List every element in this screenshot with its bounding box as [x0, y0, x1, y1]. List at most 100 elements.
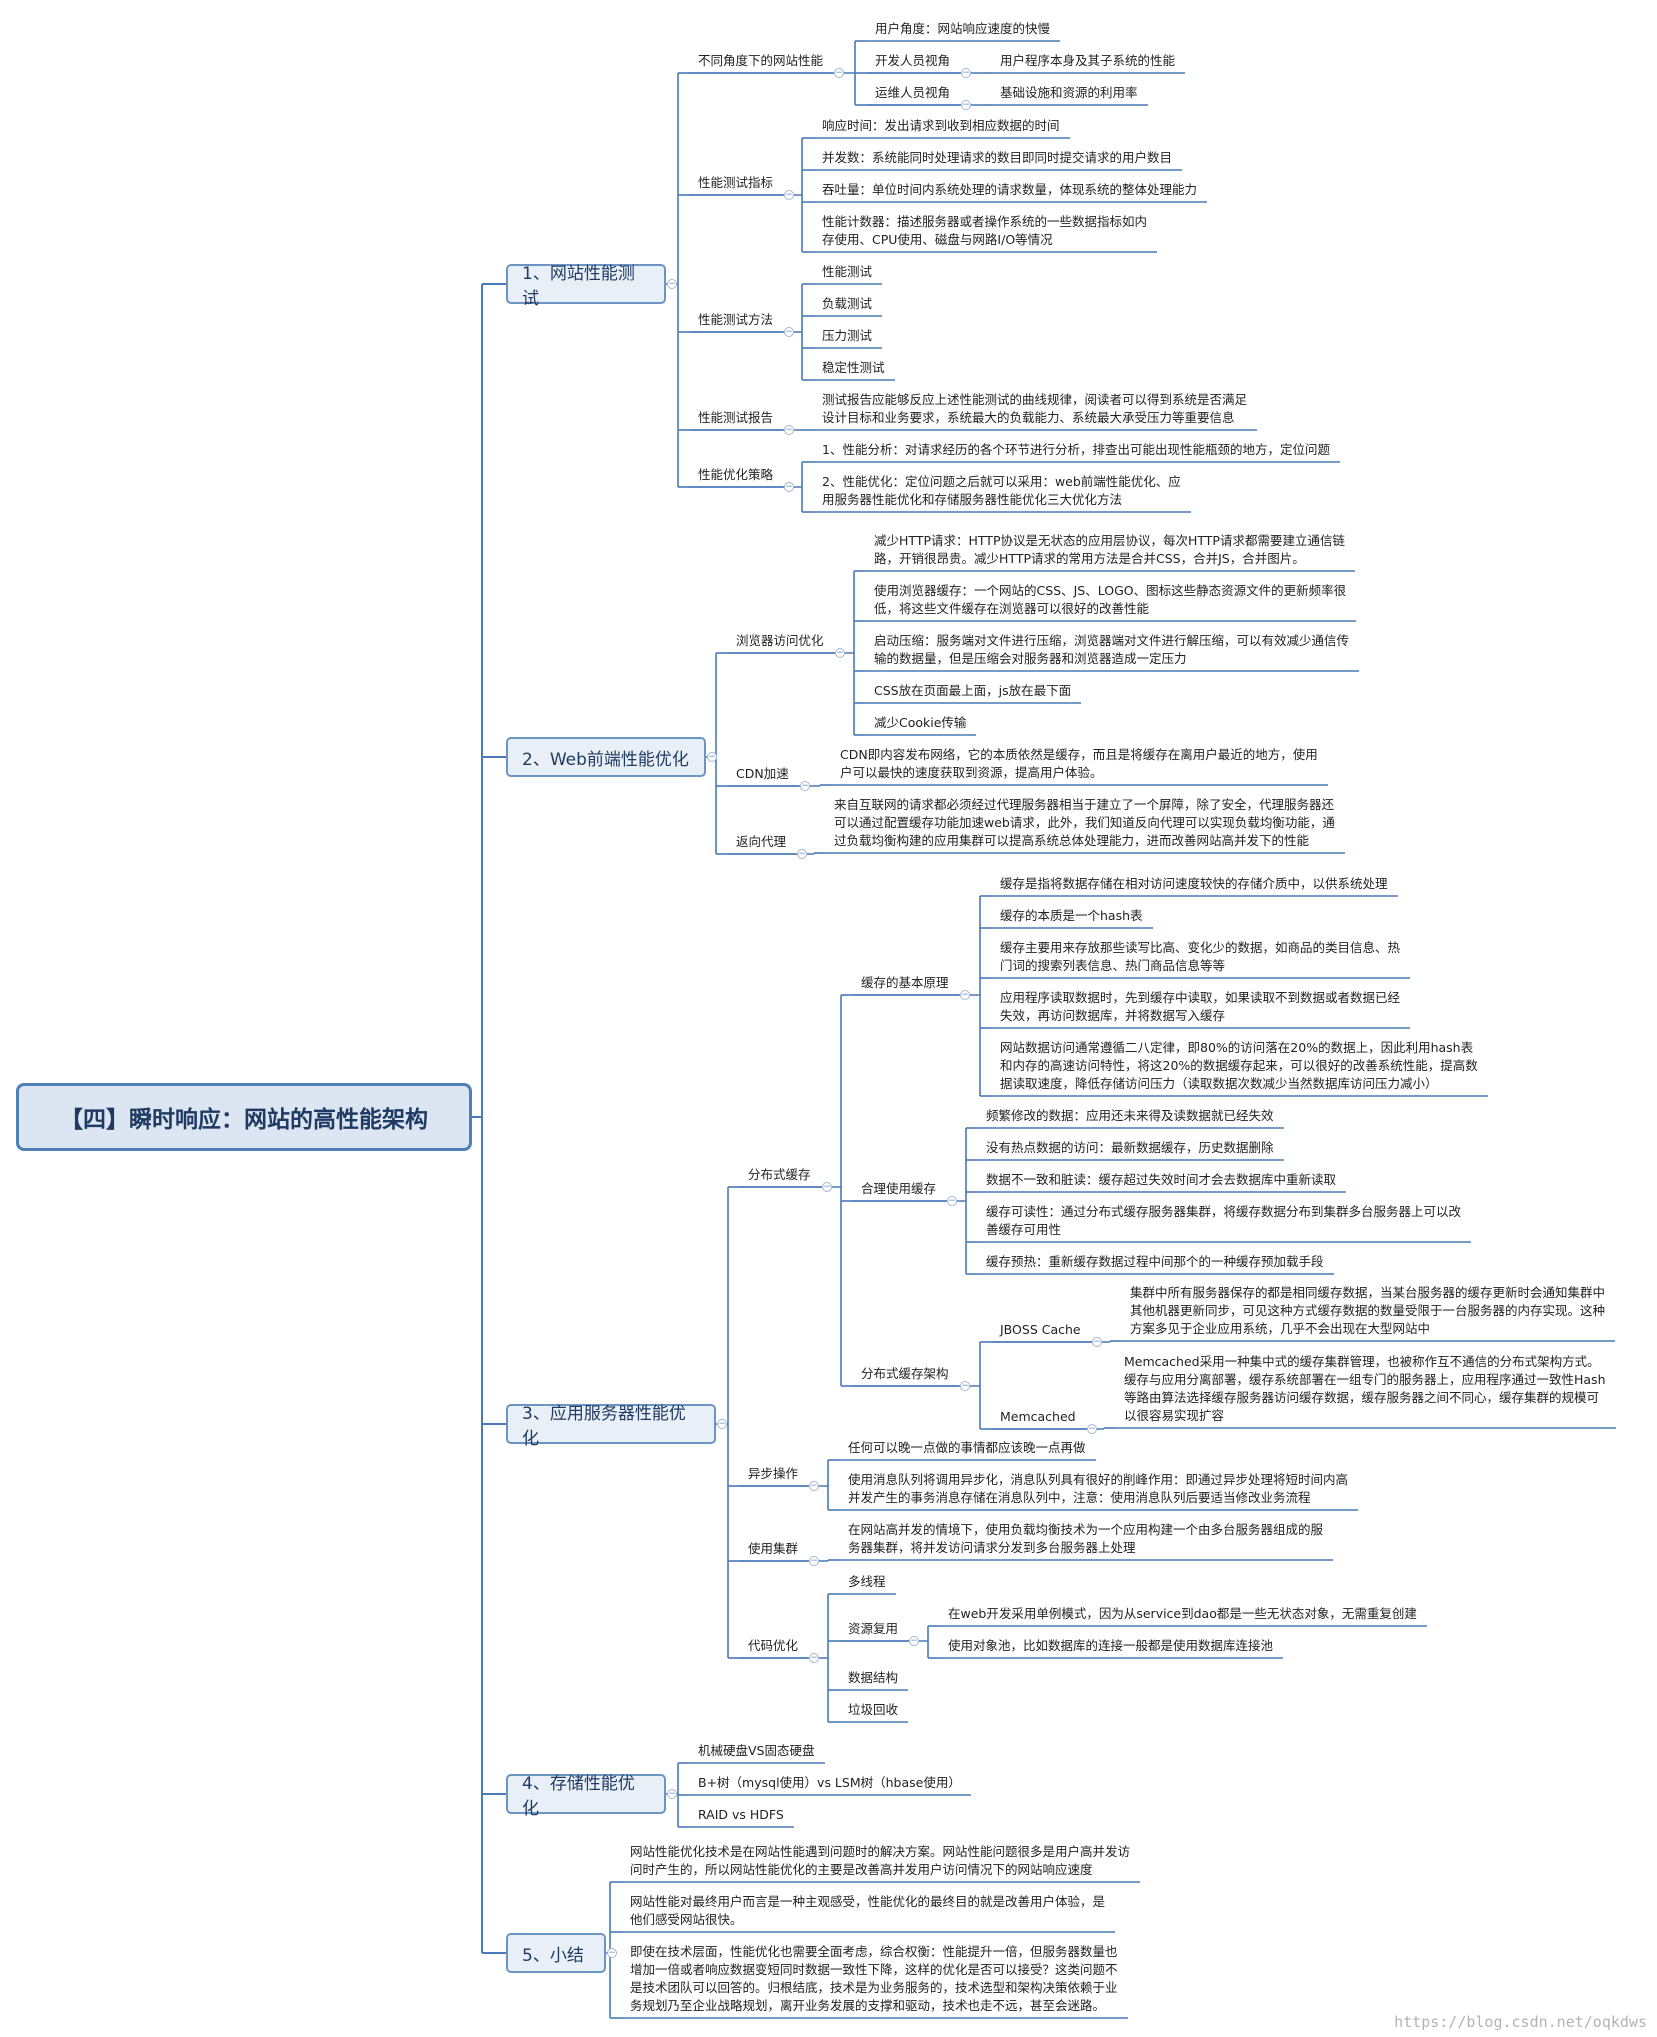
s3-principle-3[interactable]: 缓存主要用来存放那些读写比高、变化少的数据，如商品的类目信息、热 门词的搜索列表…	[1000, 940, 1401, 973]
s2-compression[interactable]: 启动压缩：服务端对文件进行压缩，浏览器端对文件进行解压缩，可以有效减少通信传 输…	[874, 633, 1350, 666]
s2-cdn-detail[interactable]: CDN即内容发布网络，它的本质依然是缓存，而且是将缓存在离用户最近的地方，使用 …	[840, 747, 1318, 780]
s3-cache-usage[interactable]: 合理使用缓存	[861, 1181, 937, 1196]
s3-principle-1[interactable]: 缓存是指将数据存储在相对访问速度较快的存储介质中，以供系统处理	[1000, 876, 1388, 891]
s4-btree-vs-lsm[interactable]: B+树（mysql使用）vs LSM树（hbase使用）	[698, 1775, 961, 1790]
s1-metric-concurrency[interactable]: 并发数：系统能同时处理请求的数目即同时提交请求的用户数目	[822, 150, 1173, 165]
collapse-toggle-icon[interactable]: −	[947, 1196, 957, 1206]
s3-usage-3[interactable]: 数据不一致和脏读：缓存超过失效时间才会去数据库中重新读取	[986, 1172, 1337, 1187]
collapse-toggle-icon[interactable]: −	[717, 1419, 727, 1429]
s3-distributed-cache[interactable]: 分布式缓存	[748, 1167, 811, 1182]
s1-metric-counters[interactable]: 性能计数器：描述服务器或者操作系统的一些数据指标如内 存使用、CPU使用、磁盘与…	[822, 214, 1148, 247]
s3-jboss-detail[interactable]: 集群中所有服务器保存的都是相同缓存数据，当某台服务器的缓存更新时会通知集群中 其…	[1130, 1285, 1606, 1336]
topic-summary[interactable]: 5、小结	[506, 1933, 606, 1973]
s1-report-detail[interactable]: 测试报告应能够反应上述性能测试的曲线规律，阅读者可以得到系统是否满足 设计目标和…	[822, 392, 1248, 425]
s3-async-1[interactable]: 任何可以晚一点做的事情都应该晚一点再做	[848, 1440, 1086, 1455]
s1-strategy-analysis[interactable]: 1、性能分析：对请求经历的各个环节进行分析，排查出可能出现性能瓶颈的地方，定位问…	[822, 442, 1330, 457]
s3-cache-principle[interactable]: 缓存的基本原理	[861, 975, 949, 990]
s1-ops-view[interactable]: 运维人员视角	[875, 85, 951, 100]
collapse-toggle-icon[interactable]: −	[707, 752, 717, 762]
watermark: https://blog.csdn.net/oqkdws	[1394, 2013, 1647, 2031]
collapse-toggle-icon[interactable]: −	[1092, 1337, 1102, 1347]
s1-user-view[interactable]: 用户角度：网站响应速度的快慢	[875, 21, 1051, 36]
s1-ops-view-detail[interactable]: 基础设施和资源的利用率	[1000, 85, 1138, 100]
s3-usage-5[interactable]: 缓存预热：重新缓存数据过程中间那个的一种缓存预加载手段	[986, 1254, 1324, 1269]
s2-cdn[interactable]: CDN加速	[736, 766, 789, 781]
s1-metric-response-time[interactable]: 响应时间：发出请求到收到相应数据的时间	[822, 118, 1060, 133]
s1-method-load[interactable]: 负载测试	[822, 296, 873, 311]
collapse-toggle-icon[interactable]: −	[960, 990, 970, 1000]
collapse-toggle-icon[interactable]: −	[822, 1182, 832, 1192]
s3-data-structure[interactable]: 数据结构	[848, 1670, 899, 1685]
s3-memcached[interactable]: Memcached	[1000, 1409, 1076, 1424]
topic-app-server-optimization[interactable]: 3、应用服务器性能优化	[506, 1404, 716, 1449]
collapse-toggle-icon[interactable]: −	[667, 1789, 677, 1799]
s4-hdd-vs-ssd[interactable]: 机械硬盘VS固态硬盘	[698, 1743, 815, 1758]
s3-async[interactable]: 异步操作	[748, 1466, 799, 1481]
s1-test-methods[interactable]: 性能测试方法	[698, 312, 774, 327]
s1-metrics[interactable]: 性能测试指标	[698, 175, 774, 190]
s3-garbage-collection[interactable]: 垃圾回收	[848, 1702, 899, 1717]
s3-reuse-pool[interactable]: 使用对象池，比如数据库的连接一般都是使用数据库连接池	[948, 1638, 1274, 1653]
s2-reduce-cookie[interactable]: 减少Cookie传输	[874, 715, 967, 730]
collapse-toggle-icon[interactable]: −	[784, 327, 794, 337]
s3-usage-4[interactable]: 缓存可读性：通过分布式缓存服务器集群，将缓存数据分布到集群多台服务器上可以改 善…	[986, 1204, 1462, 1237]
s3-principle-4[interactable]: 应用程序读取数据时，先到缓存中读取，如果读取不到数据或者数据已经 失效，再访问数…	[1000, 990, 1401, 1023]
collapse-toggle-icon[interactable]: −	[961, 68, 971, 78]
collapse-toggle-icon[interactable]: −	[809, 1481, 819, 1491]
collapse-toggle-icon[interactable]: −	[797, 849, 807, 859]
s2-css-js-position[interactable]: CSS放在页面最上面，js放在最下面	[874, 683, 1072, 698]
collapse-toggle-icon[interactable]: −	[809, 1556, 819, 1566]
collapse-toggle-icon[interactable]: −	[834, 68, 844, 78]
collapse-toggle-icon[interactable]: −	[607, 1948, 617, 1958]
s2-browser-optimization[interactable]: 浏览器访问优化	[736, 633, 824, 648]
collapse-toggle-icon[interactable]: −	[667, 279, 677, 289]
s3-usage-1[interactable]: 频繁修改的数据：应用还未来得及读数据就已经失效	[986, 1108, 1274, 1123]
s1-metric-throughput[interactable]: 吞吐量：单位时间内系统处理的请求数量，体现系统的整体处理能力	[822, 182, 1198, 197]
s1-method-stability[interactable]: 稳定性测试	[822, 360, 885, 375]
s3-memcached-detail[interactable]: Memcached采用一种集中式的缓存集群管理，也被称作互不通信的分布式架构方式…	[1124, 1354, 1606, 1423]
s5-summary-3[interactable]: 即使在技术层面，性能优化也需要全面考虑，综合权衡：性能提升一倍，但服务器数量也 …	[630, 1944, 1118, 2013]
s5-summary-2[interactable]: 网站性能对最终用户而言是一种主观感受，性能优化的最终目的就是改善用户体验，是 他…	[630, 1894, 1106, 1927]
root-topic[interactable]: 【四】瞬时响应：网站的高性能架构	[16, 1083, 472, 1151]
s3-principle-5[interactable]: 网站数据访问通常遵循二八定律，即80%的访问落在20%的数据上，因此利用hash…	[1000, 1040, 1478, 1091]
collapse-toggle-icon[interactable]: −	[835, 648, 845, 658]
topic-web-performance-test[interactable]: 1、网站性能测试	[506, 264, 666, 309]
s3-usage-2[interactable]: 没有热点数据的访问：最新数据缓存，历史数据删除	[986, 1140, 1274, 1155]
s3-code-optimization[interactable]: 代码优化	[748, 1638, 799, 1653]
topic-storage-optimization[interactable]: 4、存储性能优化	[506, 1774, 666, 1819]
s1-method-stress[interactable]: 压力测试	[822, 328, 873, 343]
s1-method-performance[interactable]: 性能测试	[822, 264, 873, 279]
collapse-toggle-icon[interactable]: −	[784, 425, 794, 435]
s3-cache-architecture[interactable]: 分布式缓存架构	[861, 1366, 949, 1381]
s3-multithread[interactable]: 多线程	[848, 1574, 886, 1589]
s1-dev-view-detail[interactable]: 用户程序本身及其子系统的性能	[1000, 53, 1176, 68]
s3-principle-2[interactable]: 缓存的本质是一个hash表	[1000, 908, 1143, 923]
s3-cluster-detail[interactable]: 在网站高并发的情境下，使用负载均衡技术为一个应用构建一个由多台服务器组成的服 务…	[848, 1522, 1324, 1555]
collapse-toggle-icon[interactable]: −	[800, 781, 810, 791]
s3-reuse-singleton[interactable]: 在web开发采用单例模式，因为从service到dao都是一些无状态对象，无需重…	[948, 1606, 1417, 1621]
s3-async-2[interactable]: 使用消息队列将调用异步化，消息队列具有很好的削峰作用：即通过异步处理将短时间内高…	[848, 1472, 1349, 1505]
s3-resource-reuse[interactable]: 资源复用	[848, 1621, 899, 1636]
s2-reverse-proxy-detail[interactable]: 来自互联网的请求都必须经过代理服务器相当于建立了一个屏障，除了安全，代理服务器还…	[834, 797, 1335, 848]
s3-jboss-cache[interactable]: JBOSS Cache	[1000, 1322, 1081, 1337]
s1-dev-view[interactable]: 开发人员视角	[875, 53, 951, 68]
s1-test-report[interactable]: 性能测试报告	[698, 410, 774, 425]
collapse-toggle-icon[interactable]: −	[909, 1636, 919, 1646]
collapse-toggle-icon[interactable]: −	[961, 100, 971, 110]
collapse-toggle-icon[interactable]: −	[784, 190, 794, 200]
s1-strategy[interactable]: 性能优化策略	[698, 467, 774, 482]
s2-reduce-http[interactable]: 减少HTTP请求：HTTP协议是无状态的应用层协议，每次HTTP请求都需要建立通…	[874, 533, 1345, 566]
s4-raid-vs-hdfs[interactable]: RAID vs HDFS	[698, 1807, 784, 1822]
topic-web-frontend-optimization[interactable]: 2、Web前端性能优化	[506, 737, 706, 777]
s1-perspectives[interactable]: 不同角度下的网站性能	[698, 53, 824, 68]
s1-strategy-optimization[interactable]: 2、性能优化：定位问题之后就可以采用：web前端性能优化、应 用服务器性能优化和…	[822, 474, 1181, 507]
s3-cluster[interactable]: 使用集群	[748, 1541, 799, 1556]
s2-browser-cache[interactable]: 使用浏览器缓存：一个网站的CSS、JS、LOGO、图标这些静态资源文件的更新频率…	[874, 583, 1347, 616]
s2-reverse-proxy[interactable]: 返向代理	[736, 834, 787, 849]
s5-summary-1[interactable]: 网站性能优化技术是在网站性能遇到问题时的解决方案。网站性能问题很多是用户高并发访…	[630, 1844, 1131, 1877]
collapse-toggle-icon[interactable]: −	[960, 1381, 970, 1391]
collapse-toggle-icon[interactable]: −	[784, 482, 794, 492]
collapse-toggle-icon[interactable]: −	[1087, 1424, 1097, 1434]
collapse-toggle-icon[interactable]: −	[809, 1653, 819, 1663]
